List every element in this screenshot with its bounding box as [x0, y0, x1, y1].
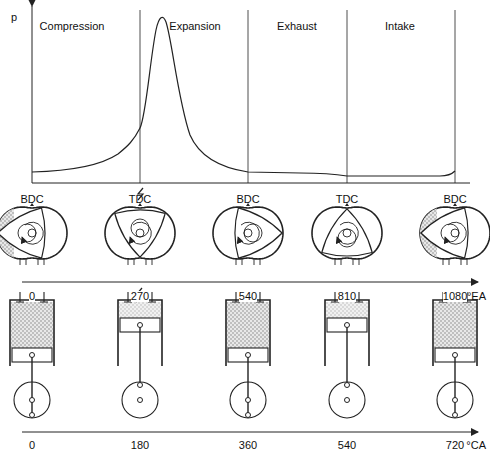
piston-pin: [345, 323, 350, 328]
eccentric-shaft: [136, 229, 144, 237]
rotor-housing: [105, 207, 175, 259]
crank-disc: [329, 382, 365, 418]
angle-tick-label: 270: [131, 291, 149, 302]
crank-disc: [14, 382, 50, 418]
rotation-arrow: [337, 222, 358, 244]
valves: [331, 292, 363, 302]
crank-pin: [453, 413, 458, 418]
rotation-arrow: [22, 222, 43, 244]
compressed-charge: [326, 302, 368, 318]
angle-tick-label: 540: [338, 440, 356, 451]
pressure-chart: [32, 6, 470, 183]
cylinder-charge: [227, 302, 269, 348]
phase-label: Intake: [385, 21, 415, 32]
crank-disc: [437, 382, 473, 418]
angle-tick-label: 810: [338, 291, 356, 302]
crank-pin: [30, 413, 35, 418]
rotary-engine-row: [0, 188, 490, 265]
rotor-gear: [18, 224, 36, 242]
eccentric-shaft: [28, 229, 36, 237]
rotation-arrow: [130, 222, 151, 244]
connecting-rod: [139, 325, 140, 385]
phase-label: Compression: [40, 21, 105, 32]
crank-shaft: [453, 398, 458, 403]
rotor-housing: [213, 207, 283, 259]
angle-axes: [22, 282, 478, 432]
valves: [439, 292, 471, 302]
angle-tick-label: 0: [29, 440, 35, 451]
cylinder-charge: [326, 302, 368, 318]
connecting-rod: [247, 355, 248, 415]
connecting-rod: [454, 355, 455, 415]
connecting-rod: [346, 325, 347, 385]
valves: [16, 292, 48, 302]
dead-centre-label: BDC: [20, 194, 43, 205]
angle-tick-label: 540: [239, 291, 257, 302]
rotation-arrow: [238, 222, 259, 244]
dead-centre-label: TDC: [336, 194, 359, 205]
valves: [124, 292, 156, 302]
rotor-gear: [131, 219, 149, 237]
ports: [236, 259, 260, 265]
compressed-charge: [119, 302, 161, 318]
piston-pin: [138, 323, 143, 328]
rotor-housing: [312, 207, 382, 259]
crank-disc: [122, 382, 158, 418]
crank-shaft: [138, 398, 143, 403]
eccentric-shaft: [451, 229, 459, 237]
crank-shaft: [345, 398, 350, 403]
crank-pin: [246, 413, 251, 418]
valves: [232, 292, 264, 302]
angle-tick-label: °EA: [467, 291, 486, 302]
cylinder: [226, 300, 270, 366]
piston-engine-row: [10, 288, 477, 418]
crank-shaft: [30, 398, 35, 403]
angle-tick-label: 360: [239, 440, 257, 451]
cylinder-charge: [119, 302, 161, 318]
cylinder: [433, 300, 477, 366]
cylinder: [10, 300, 54, 366]
angle-tick-label: 0: [29, 291, 35, 302]
eccentric-shaft: [244, 229, 252, 237]
cylinder-charge: [434, 302, 476, 348]
crank-disc: [230, 382, 266, 418]
axis-label: p: [11, 12, 17, 23]
rotor: [322, 209, 372, 256]
phase-label: Exhaust: [277, 21, 317, 32]
ports: [20, 259, 44, 265]
ports: [128, 259, 152, 265]
rotor: [0, 208, 45, 258]
angle-tick-label: 180: [131, 440, 149, 451]
crank-shaft: [246, 398, 251, 403]
eccentric-shaft: [343, 229, 351, 237]
rotor: [421, 208, 468, 258]
angle-tick-label: °CA: [466, 440, 486, 451]
rotor: [235, 208, 282, 258]
angle-tick-label: 1080: [443, 291, 467, 302]
ports: [443, 259, 467, 265]
dead-centre-label: BDC: [236, 194, 259, 205]
piston-pin: [453, 353, 458, 358]
piston-pin: [246, 353, 251, 358]
rotation-arrow: [445, 222, 466, 244]
dead-centre-label: TDC: [129, 194, 152, 205]
phase-label: Expansion: [169, 21, 220, 32]
crank-pin: [138, 383, 143, 388]
rotor: [115, 210, 165, 257]
piston-pin: [30, 353, 35, 358]
rotor-gear: [441, 224, 459, 242]
ports: [335, 259, 359, 265]
connecting-rod: [31, 355, 32, 415]
cylinder-charge: [11, 302, 53, 348]
crank-pin: [345, 383, 350, 388]
angle-tick-label: 720: [446, 440, 464, 451]
dead-centre-label: BDC: [443, 194, 466, 205]
